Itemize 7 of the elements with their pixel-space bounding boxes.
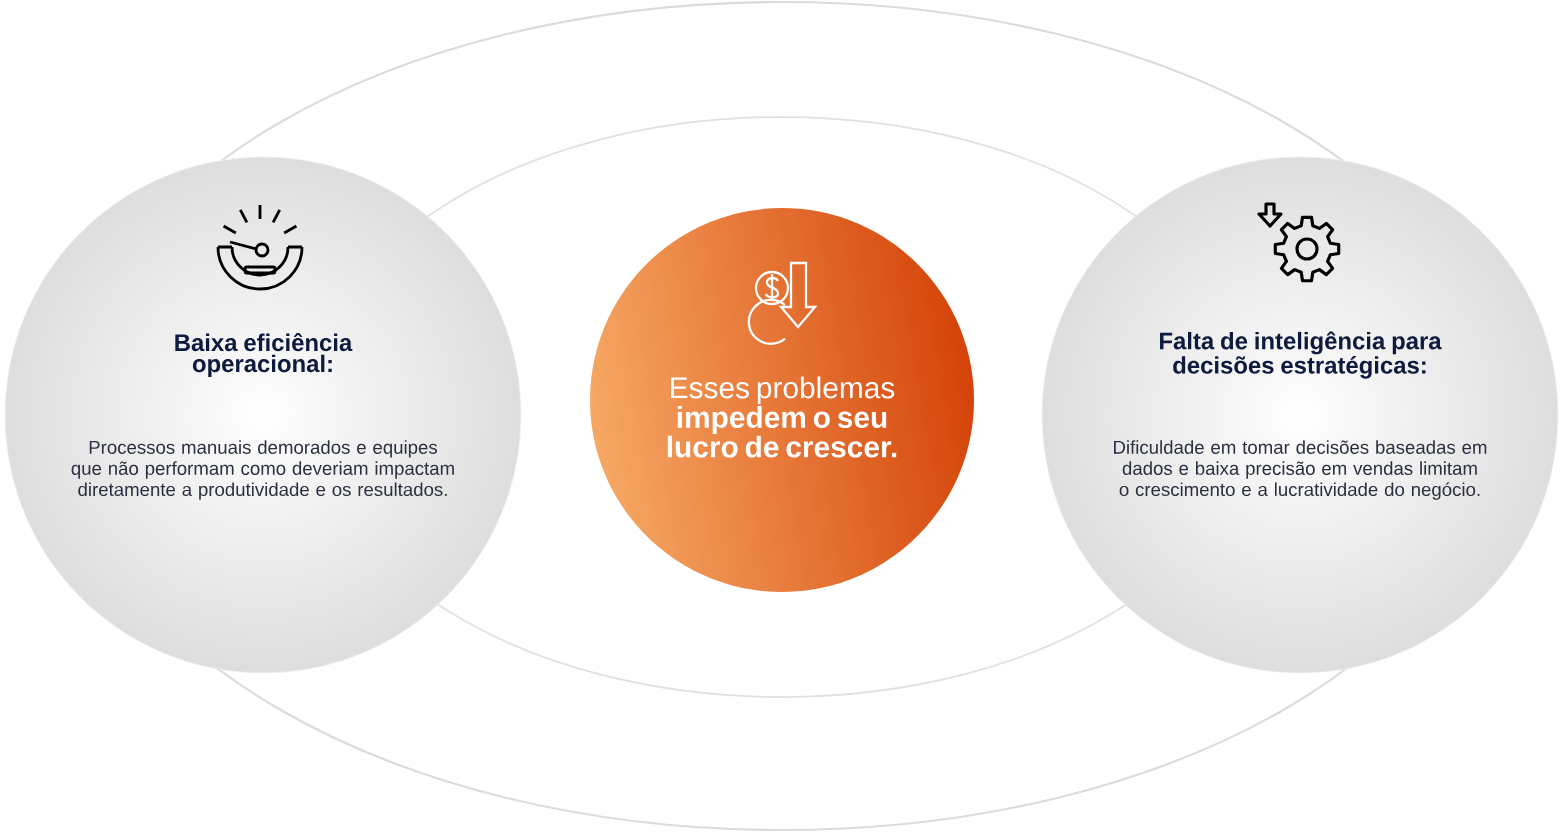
statement-text: Esses problemas impedem o seu lucro de crescer. [667, 376, 897, 458]
card-text: Dificuldade em tomar decisões baseadas em dados e baixa precisão em vendas limitam o crescimento e a lucratividade do negócio. [1114, 440, 1487, 500]
card-heading: Baixa eficiência operacional: [175, 333, 353, 377]
circle-card [1041, 156, 1559, 674]
card-text: Processos manuais demorados e equipes que não performam como deveriam impactam diretamente a produtividade e os resultados. [71, 440, 454, 500]
card-heading: Falta de inteligência para decisões estratégicas: [1160, 331, 1442, 379]
circle-card [4, 156, 522, 674]
